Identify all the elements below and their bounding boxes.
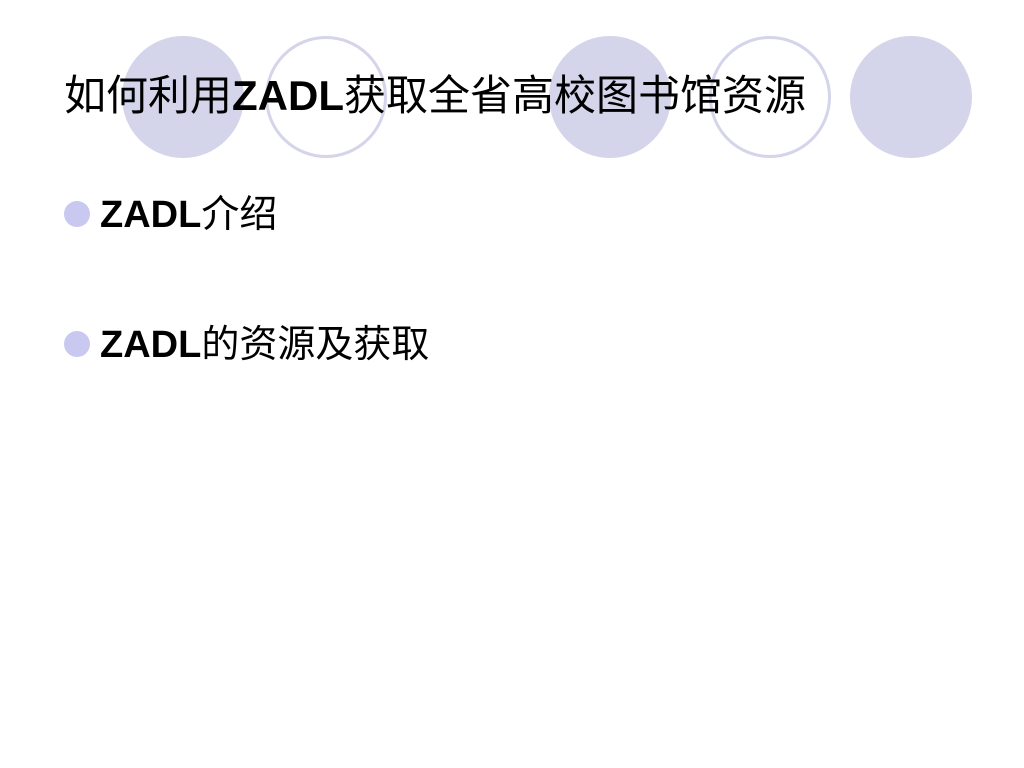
bullet-latin: ZADL — [100, 193, 202, 236]
bullet-list: ZADL介绍 ZADL的资源及获取 — [64, 186, 429, 446]
title-suffix: 获取全省高校图书馆资源 — [344, 71, 807, 120]
decorative-circle-2 — [265, 36, 387, 158]
bullet-text: ZADL介绍 — [100, 186, 277, 243]
title-prefix: 如何利用 — [64, 71, 233, 120]
bullet-dot-icon — [64, 331, 90, 357]
decorative-circle-1 — [122, 36, 244, 158]
decorative-circle-3 — [549, 36, 671, 158]
bullet-dot-icon — [64, 201, 90, 227]
title-latin: ZADL — [232, 72, 344, 119]
decorative-circle-4 — [709, 36, 831, 158]
slide-title: 如何利用ZADL获取全省高校图书馆资源 — [64, 68, 806, 124]
bullet-item: ZADL的资源及获取 — [64, 316, 429, 372]
bullet-rest: 的资源及获取 — [201, 321, 430, 366]
bullet-item: ZADL介绍 — [64, 186, 429, 242]
bullet-rest: 介绍 — [201, 191, 278, 236]
bullet-text: ZADL的资源及获取 — [100, 316, 429, 373]
decorative-circle-5 — [850, 36, 972, 158]
bullet-latin: ZADL — [100, 323, 202, 366]
